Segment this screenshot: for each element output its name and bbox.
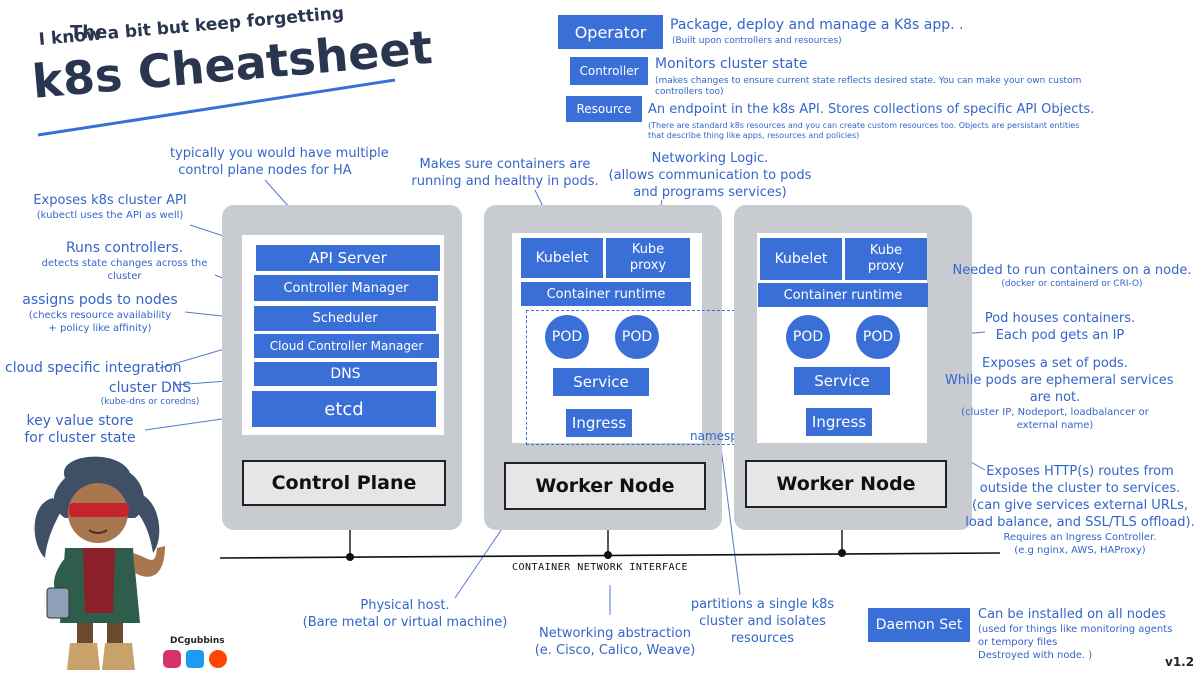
pod-1a: POD [545, 315, 589, 359]
note-dns: cluster DNS (kube-dns or coredns) [100, 380, 200, 407]
version-label: v1.2 [1165, 655, 1195, 669]
pod-2b: POD [856, 315, 900, 359]
cni-label: Container network interface [512, 562, 689, 573]
daemon-set-tag: Daemon Set [868, 608, 970, 642]
title-line1: The [70, 22, 108, 43]
note-host: Physical host. (Bare metal or virtual ma… [302, 598, 508, 630]
controller-sub2: controllers too) [655, 87, 724, 97]
ingress-2: Ingress [806, 408, 872, 436]
resource-desc: An endpoint in the k8s API. Stores colle… [648, 102, 1095, 117]
kube-proxy-2: Kube proxy [845, 238, 927, 280]
worker-node-1-label: Worker Node [504, 462, 706, 510]
note-service: Exposes a set of pods. While pods are ep… [945, 356, 1174, 431]
dns: DNS [254, 362, 437, 386]
author-name: DCgubbins [170, 636, 225, 646]
resource-sub2: that describe thing like apps, resources… [648, 131, 860, 140]
resource-tag: Resource [566, 96, 642, 122]
note-kubelet: Makes sure containers are running and he… [411, 157, 599, 189]
note-cloud: cloud specific integration [5, 360, 182, 376]
container-runtime-1: Container runtime [521, 282, 691, 306]
note-controllers: Runs controllers. detects state changes … [41, 240, 208, 282]
note-network: Networking abstraction (e. Cisco, Calico… [534, 626, 696, 658]
controller-manager: Controller Manager [254, 275, 438, 301]
instagram-icon[interactable] [163, 650, 181, 668]
note-api: Exposes k8s cluster API (kubectl uses th… [33, 193, 187, 221]
note-proxy: Networking Logic. (allows communication … [608, 151, 812, 200]
kubelet-1: Kubelet [521, 238, 603, 278]
note-namespace: partitions a single k8s cluster and isol… [690, 597, 835, 646]
pod-2a: POD [786, 315, 830, 359]
etcd: etcd [252, 391, 436, 427]
reddit-icon[interactable] [209, 650, 227, 668]
note-ha: typically you would have multiple contro… [170, 146, 389, 178]
container-runtime-2: Container runtime [758, 283, 928, 307]
character-illustration [34, 456, 165, 670]
pod-1b: POD [615, 315, 659, 359]
service-2: Service [794, 367, 890, 395]
cloud-controller-manager: Cloud Controller Manager [254, 334, 439, 358]
controller-tag: Controller [570, 57, 648, 85]
note-runtime: Needed to run containers on a node. (doc… [952, 263, 1192, 289]
kube-proxy-1: Kube proxy [606, 238, 690, 278]
operator-sub: (Built upon controllers and resources) [672, 36, 842, 46]
operator-desc: Package, deploy and manage a K8s app. . [670, 17, 964, 33]
note-etcd: key value store for cluster state [24, 413, 136, 446]
resource-sub1: (There are standard k8s resources and yo… [648, 121, 1080, 130]
controller-desc: Monitors cluster state [655, 56, 808, 72]
kubelet-2: Kubelet [760, 238, 842, 280]
controller-sub1: (makes changes to ensure current state r… [655, 76, 1082, 86]
operator-tag: Operator [558, 15, 663, 49]
ingress-1: Ingress [566, 409, 632, 437]
scheduler: Scheduler [254, 306, 436, 331]
twitter-icon[interactable] [186, 650, 204, 668]
note-ingress: Exposes HTTP(s) routes from outside the … [965, 464, 1195, 556]
note-pod: Pod houses containers. Each pod gets an … [984, 311, 1136, 343]
note-scheduler: assigns pods to nodes (checks resource a… [22, 292, 178, 334]
api-server: API Server [256, 245, 440, 271]
note-daemon: Can be installed on all nodes (used for … [978, 607, 1173, 661]
service-1: Service [553, 368, 649, 396]
control-plane-label: Control Plane [242, 460, 446, 506]
worker-node-2-label: Worker Node [745, 460, 947, 508]
